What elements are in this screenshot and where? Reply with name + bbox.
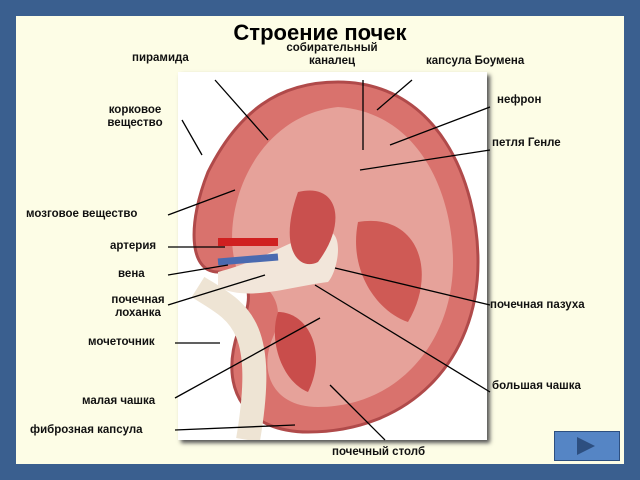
label-minor-calyx: малая чашка bbox=[82, 395, 156, 407]
label-artery: артерия bbox=[110, 240, 157, 252]
label-ureter: мочеточник bbox=[88, 336, 155, 348]
kidney-illustration bbox=[178, 72, 487, 443]
label-nephron: нефрон bbox=[497, 94, 542, 106]
label-medulla: мозговое вещество bbox=[26, 208, 138, 220]
label-line: собирательный bbox=[286, 42, 378, 54]
label-line: лоханка bbox=[115, 307, 161, 319]
next-slide-button[interactable] bbox=[554, 431, 620, 461]
label-line: вещество bbox=[107, 117, 163, 129]
play-triangle-icon bbox=[577, 437, 595, 455]
label-vein: вена bbox=[118, 268, 145, 280]
label-line: почечная bbox=[111, 294, 165, 306]
slide-title: Строение почек bbox=[233, 20, 407, 45]
label-renal-column: почечный столб bbox=[332, 446, 426, 458]
label-pyramid: пирамида bbox=[132, 52, 189, 64]
label-henle-loop: петля Генле bbox=[492, 137, 561, 149]
label-line: корковое bbox=[108, 104, 162, 116]
label-major-calyx: большая чашка bbox=[492, 380, 581, 392]
label-fibrous-capsule: фиброзная капсула bbox=[30, 424, 143, 436]
label-bowman-capsule: капсула Боумена bbox=[426, 55, 525, 67]
label-line: каналец bbox=[308, 55, 356, 67]
label-renal-sinus: почечная пазуха bbox=[490, 299, 585, 311]
